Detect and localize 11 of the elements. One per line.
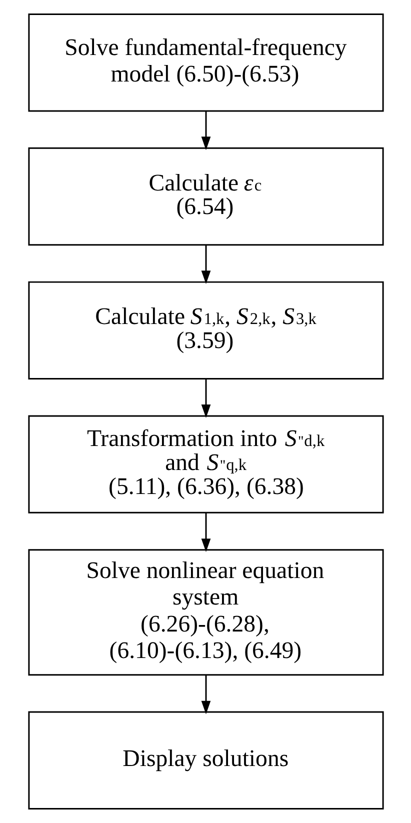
- arrow: [200, 245, 210, 284]
- node-box: Calculate εc (6.54): [28, 147, 384, 246]
- node-box: Transformation into S''d,k and S''q,k (5.11), (6.36), (6.38): [28, 415, 384, 514]
- node-box: Solve fundamental-frequency model (6.50)-(6.53): [28, 14, 384, 112]
- arrow: [200, 379, 210, 418]
- node-box: Solve nonlinear equation system (6.26)-(6.28), (6.10)-(6.13), (6.49): [28, 549, 384, 676]
- node-box: Display solutions: [28, 711, 384, 810]
- arrow: [200, 512, 210, 552]
- arrow: [200, 674, 210, 714]
- node-box: Calculate S1,k, S2,k, S3,k (3.59): [28, 281, 384, 380]
- arrow: [200, 111, 210, 150]
